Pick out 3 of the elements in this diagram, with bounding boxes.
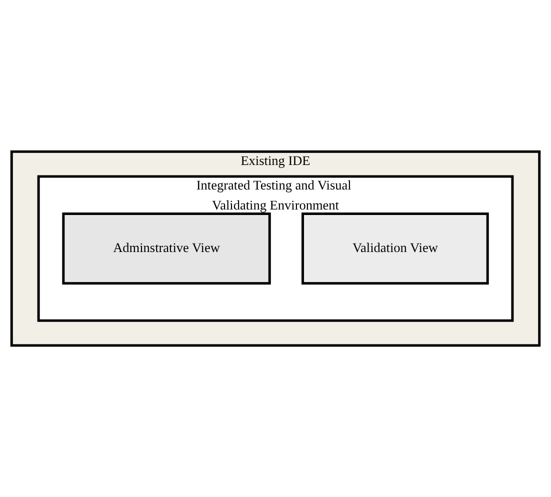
node-box (302, 212, 489, 285)
node-box (62, 212, 271, 285)
cluster (37, 175, 514, 322)
